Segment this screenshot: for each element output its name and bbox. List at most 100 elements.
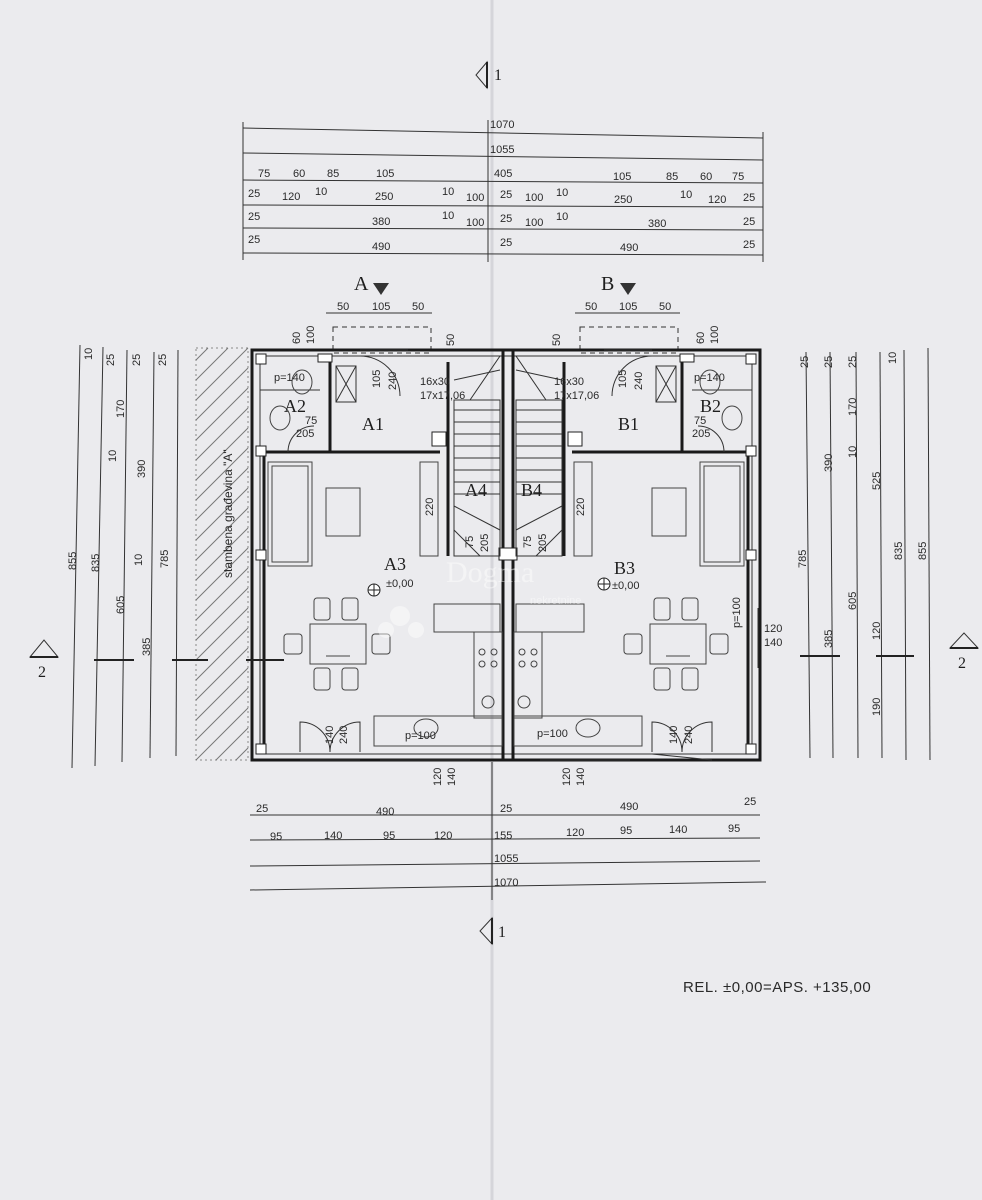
svg-text:155: 155: [494, 830, 512, 842]
svg-text:16x30: 16x30: [420, 376, 450, 388]
svg-text:835: 835: [893, 542, 905, 560]
svg-text:10: 10: [442, 186, 454, 198]
svg-text:1055: 1055: [490, 144, 514, 156]
svg-text:240: 240: [387, 372, 399, 390]
level-markers: [367, 577, 611, 597]
svg-text:170: 170: [847, 398, 859, 416]
svg-text:nekretnine: nekretnine: [530, 595, 581, 607]
svg-text:95: 95: [270, 831, 282, 843]
svg-text:25: 25: [744, 796, 756, 808]
svg-text:75: 75: [464, 536, 476, 548]
svg-text:10: 10: [107, 450, 119, 462]
svg-text:1070: 1070: [494, 877, 518, 889]
svg-text:25: 25: [743, 192, 755, 204]
windows: [300, 349, 759, 761]
svg-text:120: 120: [561, 768, 573, 786]
svg-text:835: 835: [90, 554, 102, 572]
svg-text:60: 60: [293, 168, 305, 180]
svg-text:B2: B2: [700, 396, 721, 416]
svg-text:10: 10: [556, 211, 568, 223]
svg-text:25: 25: [847, 356, 859, 368]
svg-text:100: 100: [305, 326, 317, 344]
svg-text:25: 25: [743, 239, 755, 251]
svg-text:17x17,06: 17x17,06: [554, 390, 599, 402]
svg-text:25: 25: [248, 188, 260, 200]
building-outline: [250, 348, 762, 762]
view-marker-b: B: [601, 273, 636, 295]
svg-text:25: 25: [743, 216, 755, 228]
svg-text:140: 140: [324, 726, 336, 744]
svg-text:85: 85: [666, 171, 678, 183]
svg-text:100: 100: [466, 192, 484, 204]
svg-text:p=100: p=100: [405, 730, 436, 742]
svg-text:p=140: p=140: [274, 372, 305, 384]
svg-text:250: 250: [375, 191, 393, 203]
svg-text:380: 380: [372, 216, 390, 228]
svg-text:A3: A3: [384, 554, 406, 574]
svg-text:105: 105: [617, 370, 629, 388]
svg-text:390: 390: [136, 460, 148, 478]
svg-text:240: 240: [338, 726, 350, 744]
svg-text:220: 220: [424, 498, 436, 516]
svg-text:120: 120: [764, 623, 782, 635]
svg-text:95: 95: [620, 825, 632, 837]
svg-text:855: 855: [67, 552, 79, 570]
furniture: [267, 369, 745, 747]
svg-text:170: 170: [115, 400, 127, 418]
svg-text:490: 490: [620, 801, 638, 813]
svg-text:p=100: p=100: [731, 597, 743, 628]
svg-text:10: 10: [887, 352, 899, 364]
svg-text:±0,00: ±0,00: [386, 578, 413, 590]
section-marker-right: 2: [948, 632, 980, 672]
svg-text:50: 50: [551, 334, 563, 346]
svg-text:16x30: 16x30: [554, 376, 584, 388]
svg-text:140: 140: [446, 768, 458, 786]
svg-text:B: B: [601, 273, 614, 295]
svg-text:stambena građevina "A": stambena građevina "A": [221, 449, 235, 578]
svg-text:25: 25: [131, 354, 143, 366]
svg-text:490: 490: [376, 806, 394, 818]
svg-text:205: 205: [479, 534, 491, 552]
svg-text:50: 50: [412, 301, 424, 313]
svg-text:240: 240: [633, 372, 645, 390]
svg-text:250: 250: [614, 194, 632, 206]
doors: [287, 355, 725, 753]
svg-text:60: 60: [700, 171, 712, 183]
svg-text:25: 25: [157, 354, 169, 366]
svg-text:1: 1: [494, 67, 502, 84]
svg-text:A4: A4: [465, 480, 487, 500]
svg-text:Dogma: Dogma: [446, 556, 534, 589]
svg-text:50: 50: [585, 301, 597, 313]
svg-text:25: 25: [105, 354, 117, 366]
top-dimension-chains: 1070 1055 75 60 85 105 405 105 85 60 75 …: [242, 119, 764, 262]
svg-text:60: 60: [291, 332, 303, 344]
svg-text:605: 605: [847, 592, 859, 610]
svg-text:75: 75: [305, 415, 317, 427]
svg-text:B4: B4: [521, 480, 542, 500]
svg-text:±0,00: ±0,00: [612, 580, 639, 592]
svg-text:75: 75: [732, 171, 744, 183]
svg-text:10: 10: [556, 187, 568, 199]
svg-text:105: 105: [371, 370, 383, 388]
svg-text:10: 10: [133, 554, 145, 566]
svg-text:140: 140: [668, 726, 680, 744]
svg-text:95: 95: [383, 830, 395, 842]
svg-text:p=140: p=140: [694, 372, 725, 384]
svg-text:120: 120: [566, 827, 584, 839]
svg-text:25: 25: [500, 213, 512, 225]
svg-text:100: 100: [466, 217, 484, 229]
svg-text:B3: B3: [614, 558, 635, 578]
bottom-dimension-chains: 25 490 25 490 25 95 140 95 120 155 120 9…: [249, 762, 767, 900]
svg-text:50: 50: [445, 334, 457, 346]
svg-text:120: 120: [434, 830, 452, 842]
svg-text:490: 490: [372, 241, 390, 253]
svg-text:100: 100: [525, 192, 543, 204]
svg-text:25: 25: [500, 237, 512, 249]
room-labels: A1 B1 A2 B2 A3 B3 A4 B4 p=140 p=140 16x3…: [274, 326, 782, 786]
svg-text:10: 10: [680, 189, 692, 201]
svg-text:10: 10: [442, 210, 454, 222]
right-dimension-chains: 855 835 170 525 390 605 385 120 190 785 …: [797, 347, 931, 761]
svg-text:120: 120: [871, 622, 883, 640]
svg-text:785: 785: [797, 550, 809, 568]
svg-text:25: 25: [256, 803, 268, 815]
